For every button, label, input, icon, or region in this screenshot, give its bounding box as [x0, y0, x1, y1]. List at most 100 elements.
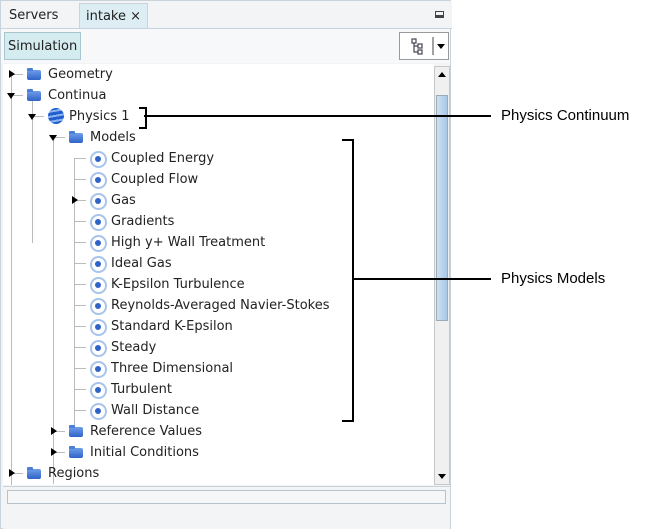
close-icon[interactable]: × [130, 9, 142, 24]
tree-branch-line [74, 410, 86, 411]
tree-item-regions[interactable]: Regions [3, 463, 433, 484]
physics-continuum-icon [48, 108, 64, 124]
tree-branch-line [74, 158, 86, 159]
tree-guide-line [32, 96, 33, 243]
model-icon [90, 382, 107, 399]
tree-item-label: Reynolds-Averaged Navier-Stokes [111, 298, 330, 313]
tree-item-label: Turbulent [111, 382, 172, 397]
expand-arrow-icon[interactable] [51, 427, 57, 435]
continuum-bracket [139, 107, 147, 129]
tree-branch-line [11, 74, 23, 75]
collapse-arrow-icon[interactable] [49, 135, 57, 141]
tree-item-initial-conditions[interactable]: Initial Conditions [3, 442, 433, 463]
tree-item-model[interactable]: Wall Distance [3, 400, 433, 421]
tree-item-model[interactable]: Reynolds-Averaged Navier-Stokes [3, 295, 433, 316]
tree-branch-line [74, 347, 86, 348]
collapse-arrow-icon[interactable] [7, 93, 15, 99]
tree-view-button[interactable] [399, 32, 449, 60]
tree-branch-line [53, 452, 65, 453]
tree-branch-line [32, 116, 44, 117]
tree-item-label: Reference Values [90, 424, 203, 439]
model-icon [90, 403, 107, 420]
expand-arrow-icon[interactable] [9, 469, 15, 477]
folder-icon [27, 467, 41, 479]
tree-branch-line [11, 95, 23, 96]
tab-servers[interactable]: Servers [3, 3, 64, 28]
expand-arrow-icon[interactable] [51, 448, 57, 456]
scrollbar-thumb[interactable] [436, 95, 448, 321]
model-icon [90, 319, 107, 336]
tree-item-model[interactable]: Ideal Gas [3, 253, 433, 274]
tree-branch-line [53, 431, 65, 432]
tree-item-models[interactable]: Models [3, 127, 433, 148]
tree-item-model[interactable]: Coupled Flow [3, 169, 433, 190]
tree-item-label: High y+ Wall Treatment [111, 235, 266, 250]
folder-icon [69, 446, 83, 458]
tree-item-reference-values[interactable]: Reference Values [3, 421, 433, 442]
tree-item-physics-1[interactable]: Physics 1 [3, 106, 433, 127]
tree-item-label: K-Epsilon Turbulence [111, 277, 245, 292]
model-icon [90, 340, 107, 357]
model-icon [90, 256, 107, 273]
tree-branch-line [74, 179, 86, 180]
model-icon [90, 193, 107, 210]
tree-branch-line [74, 284, 86, 285]
progress-field [7, 490, 446, 504]
model-icon [90, 235, 107, 252]
minimize-icon[interactable] [435, 11, 444, 18]
tree-item-model[interactable]: Standard K-Epsilon [3, 316, 433, 337]
expand-arrow-icon[interactable] [72, 196, 78, 204]
continuum-leader-line [144, 115, 491, 117]
scroll-down-icon[interactable] [438, 474, 446, 479]
tree-item-label: Gas [111, 193, 136, 208]
tree-item-label: Gradients [111, 214, 175, 229]
tree-item-continua[interactable]: Continua [3, 85, 433, 106]
tree-guide-line [74, 159, 75, 432]
folder-icon [27, 68, 41, 80]
tree-item-geometry[interactable]: Geometry [3, 64, 433, 85]
model-icon [90, 214, 107, 231]
tree-item-model[interactable]: Turbulent [3, 379, 433, 400]
tree-item-label: Continua [48, 88, 107, 103]
tab-label: Servers [9, 8, 59, 23]
expand-arrow-icon[interactable] [9, 70, 15, 78]
hierarchy-icon [411, 37, 445, 55]
tree-guide-line [11, 74, 12, 485]
tree-item-label: Ideal Gas [111, 256, 172, 271]
collapse-arrow-icon[interactable] [28, 114, 36, 120]
folder-icon [69, 425, 83, 437]
tree-guide-line [53, 138, 54, 484]
tree-item-model[interactable]: Steady [3, 337, 433, 358]
tree-item-model[interactable]: Gas [3, 190, 433, 211]
vertical-scrollbar[interactable] [434, 66, 450, 485]
model-icon [90, 361, 107, 378]
tree-branch-line [74, 389, 86, 390]
tree-item-label: Physics 1 [69, 109, 130, 124]
folder-icon [69, 131, 83, 143]
folder-icon [27, 89, 41, 101]
tree-item-model[interactable]: K-Epsilon Turbulence [3, 274, 433, 295]
tree-item-label: Coupled Energy [111, 151, 215, 166]
tree-item-label: Steady [111, 340, 157, 355]
tree-item-model[interactable]: Three Dimensional [3, 358, 433, 379]
tree-item-label: Standard K-Epsilon [111, 319, 233, 334]
simulation-button[interactable]: Simulation [4, 32, 82, 60]
tree-item-model[interactable]: Coupled Energy [3, 148, 433, 169]
tree-branch-line [53, 137, 65, 138]
tree-item-model[interactable]: High y+ Wall Treatment [3, 232, 433, 253]
scroll-up-icon[interactable] [438, 72, 446, 77]
tree-item-model[interactable]: Gradients [3, 211, 433, 232]
tree-item-label: Models [90, 130, 136, 145]
toolbar: Simulation [1, 29, 450, 63]
tab-intake[interactable]: intake × [79, 3, 149, 28]
model-icon [90, 277, 107, 294]
tree-branch-line [74, 221, 86, 222]
tree-branch-line [74, 368, 86, 369]
tree-item-label: Wall Distance [111, 403, 200, 418]
physics-models-label: Physics Models [501, 270, 606, 287]
tab-label: intake [86, 9, 126, 24]
tree-branch-line [74, 242, 86, 243]
model-icon [90, 151, 107, 168]
